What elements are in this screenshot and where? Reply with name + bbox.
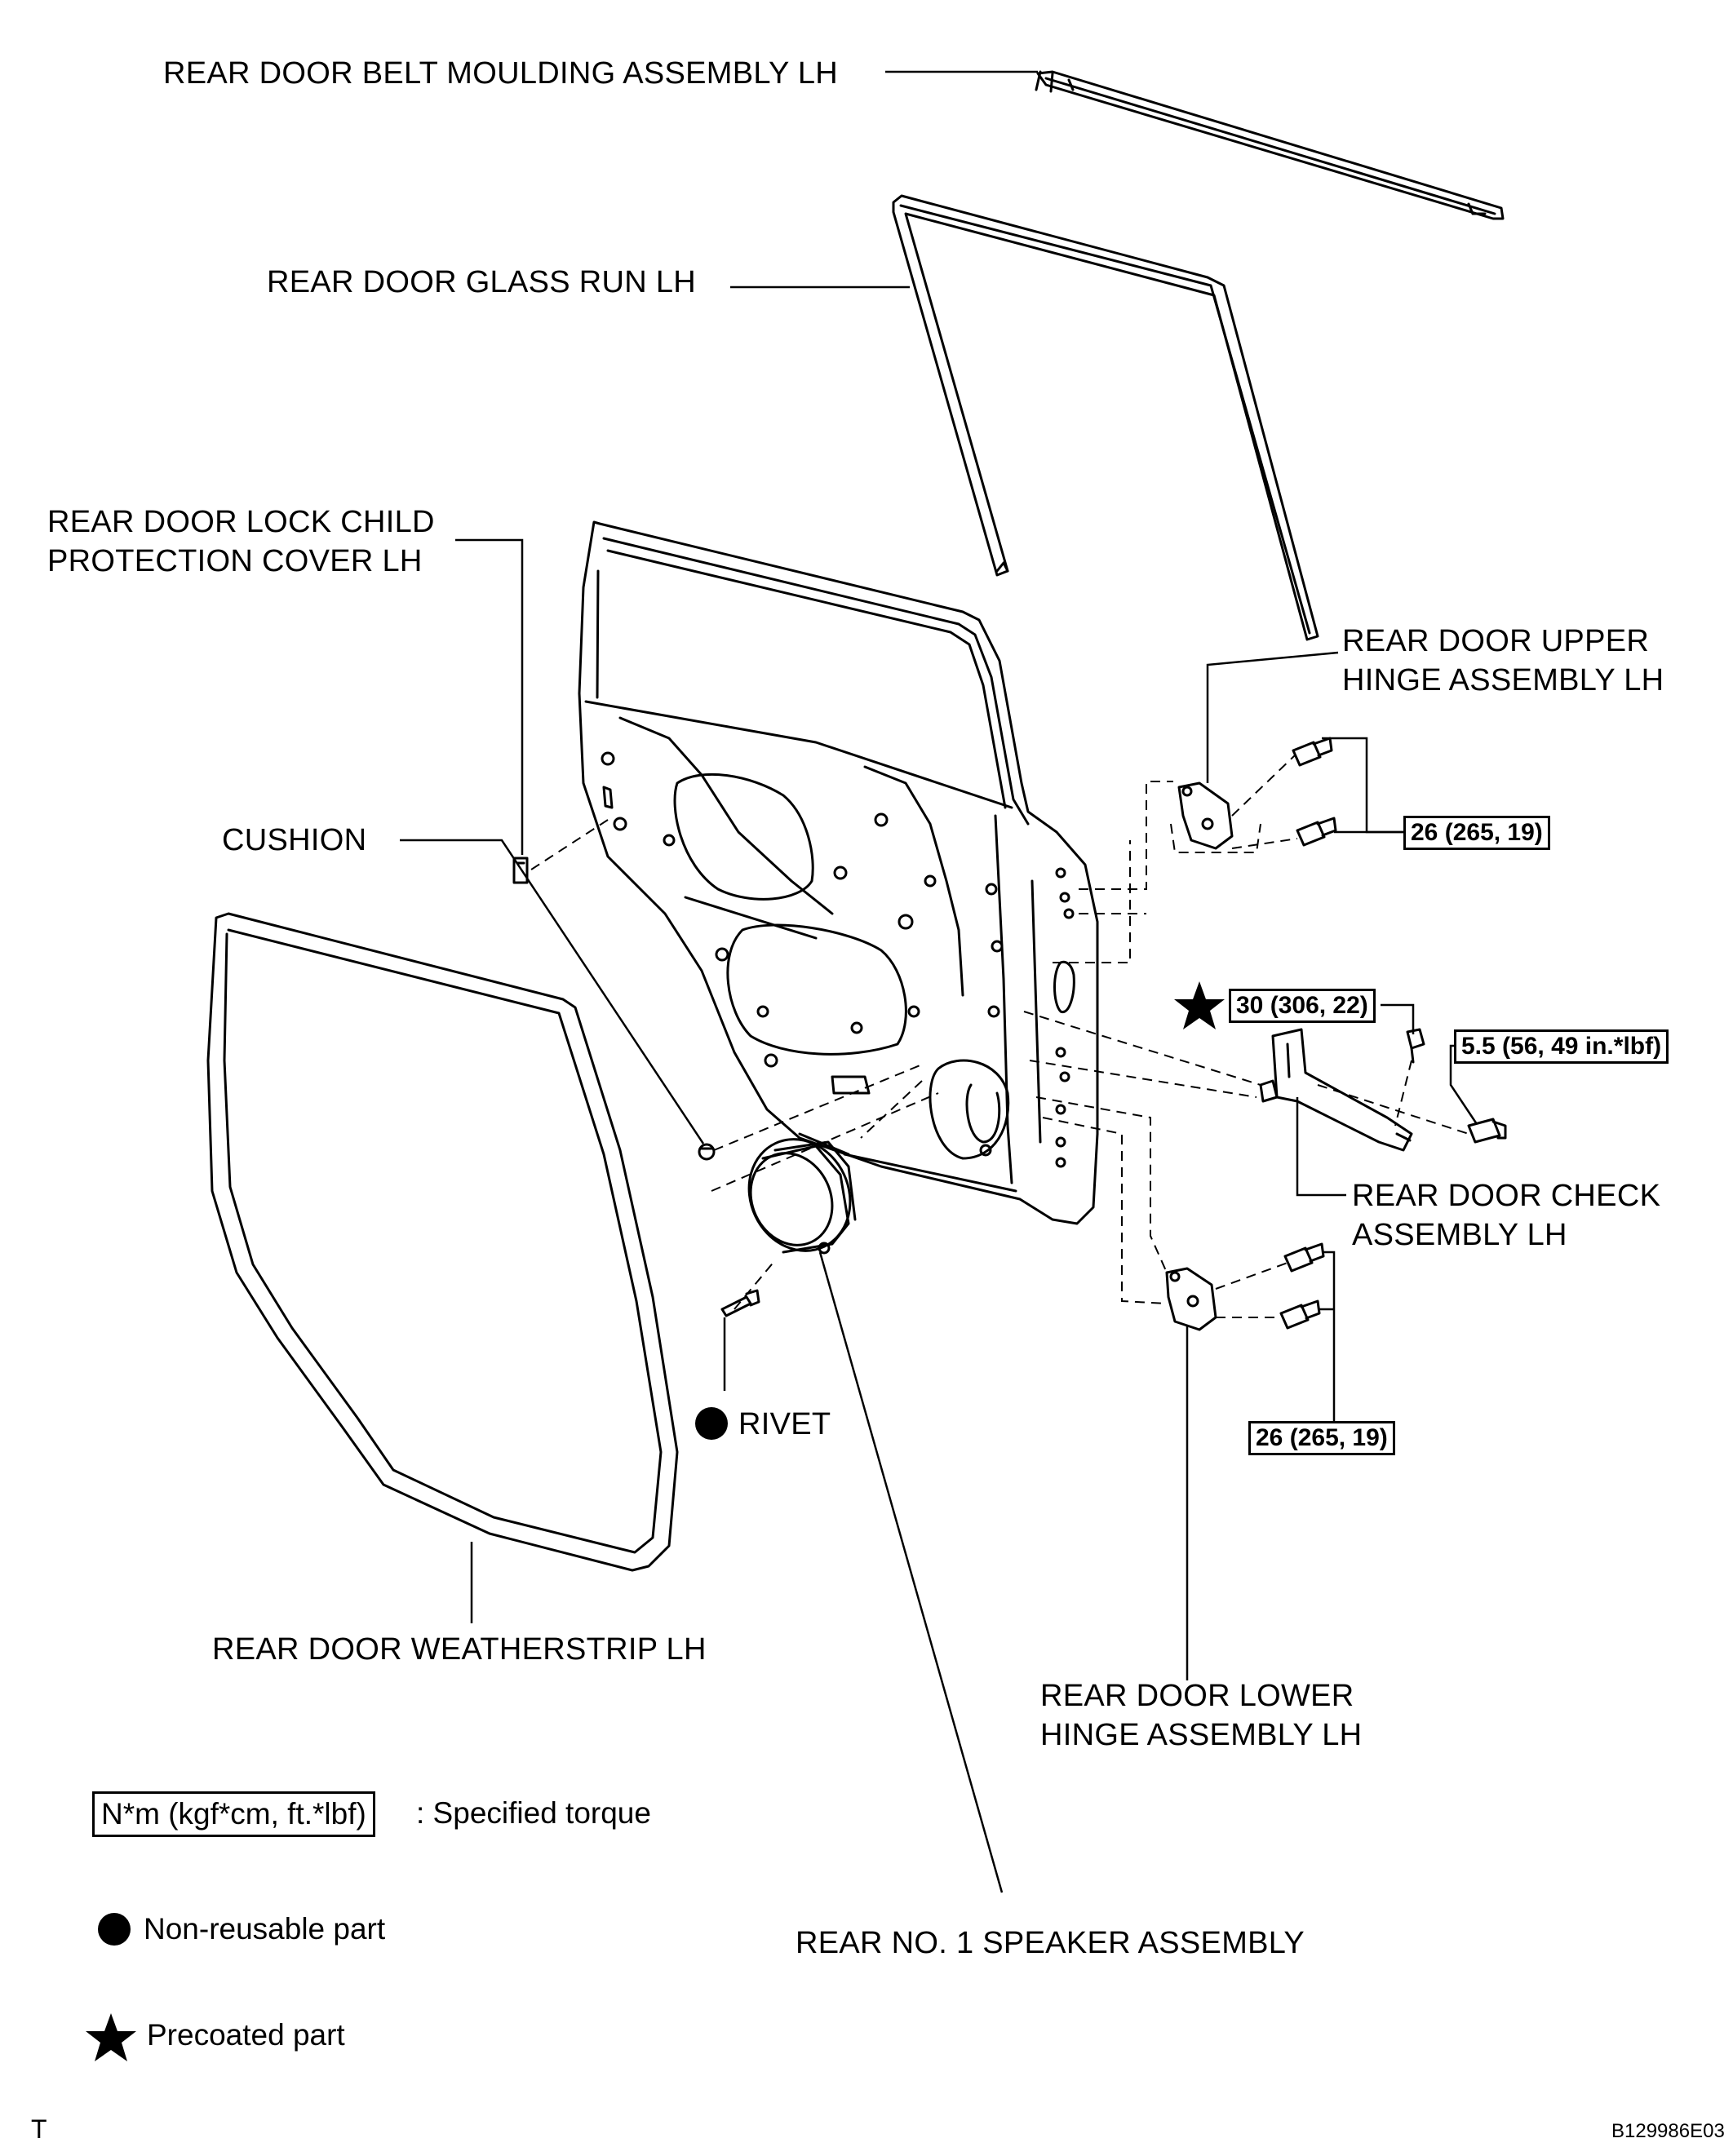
check-precoated-torque-box: 30 (306, 22): [1229, 989, 1376, 1023]
door-panel-part: [578, 520, 1099, 1225]
child-cover-label-line2: PROTECTION COVER LH: [47, 544, 423, 578]
lower-hinge-part: [1165, 1242, 1325, 1331]
door-check-label-line2: ASSEMBLY LH: [1352, 1218, 1567, 1252]
door-check-part: [1259, 1028, 1507, 1152]
upper-hinge-part: [1177, 737, 1337, 850]
weatherstrip-label: REAR DOOR WEATHERSTRIP LH: [212, 1632, 707, 1667]
door-check-label-line1: REAR DOOR CHECK: [1352, 1179, 1661, 1213]
legend-torque-desc: : Specified torque: [416, 1796, 651, 1830]
belt-moulding-label: REAR DOOR BELT MOULDING ASSEMBLY LH: [163, 56, 839, 91]
precoated-star-icon: [1174, 981, 1225, 1029]
legend-nonreusable-icon: [98, 1913, 131, 1946]
upper-hinge-torque-box: 26 (265, 19): [1403, 816, 1550, 850]
rivet-label: RIVET: [738, 1407, 831, 1441]
glass-run-label: REAR DOOR GLASS RUN LH: [267, 265, 697, 299]
lower-hinge-label-line2: HINGE ASSEMBLY LH: [1040, 1718, 1363, 1752]
glass-run-part: [892, 194, 1319, 641]
legend-precoated-text: Precoated part: [147, 2018, 345, 2052]
legend-torque-box: N*m (kgf*cm, ft.*lbf): [92, 1791, 375, 1837]
corner-mark: T: [31, 2114, 47, 2144]
legend-nonreusable-text: Non-reusable part: [144, 1912, 386, 1946]
check-bolt-torque-box: 5.5 (56, 49 in.*lbf): [1454, 1029, 1669, 1064]
speaker-label: REAR NO. 1 SPEAKER ASSEMBLY: [796, 1926, 1305, 1960]
lower-hinge-label-line1: REAR DOOR LOWER: [1040, 1679, 1354, 1713]
belt-moulding-part: [1035, 70, 1505, 220]
speaker-part: [747, 1138, 857, 1255]
lower-hinge-torque-box: 26 (265, 19): [1248, 1421, 1395, 1455]
figure-id: B129986E03: [1611, 2120, 1725, 2142]
child-cover-part: [512, 857, 529, 884]
weatherstrip-part: [206, 912, 679, 1572]
upper-hinge-label-line2: HINGE ASSEMBLY LH: [1342, 663, 1664, 697]
child-cover-label-line1: REAR DOOR LOCK CHILD: [47, 505, 435, 539]
cushion-part: [698, 1143, 716, 1161]
legend-precoated-icon: [86, 2013, 136, 2061]
upper-hinge-label-line1: REAR DOOR UPPER: [1342, 624, 1650, 658]
nonreusable-rivet-icon: [695, 1407, 728, 1440]
rivet-part: [720, 1289, 760, 1317]
cushion-label: CUSHION: [222, 823, 367, 857]
